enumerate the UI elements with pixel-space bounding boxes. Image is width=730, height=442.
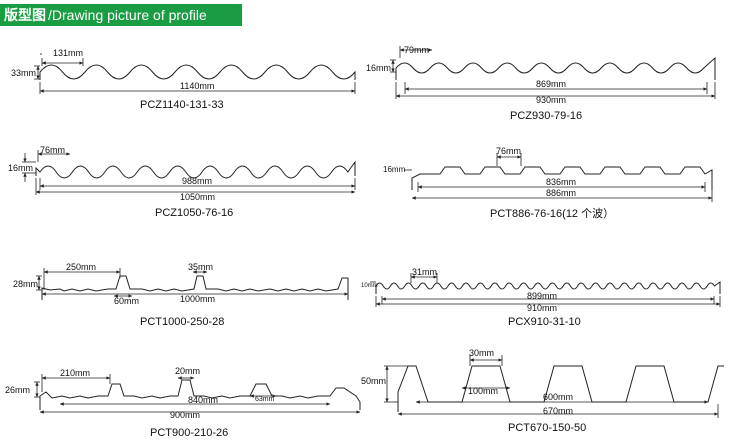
pcx910-inner-label: 899mm [527, 291, 557, 301]
pct1000-profile-line [41, 275, 349, 300]
pcz1140-pitch-label: 131mm [53, 48, 83, 58]
header-title-en: /Drawing picture of profile [48, 7, 207, 23]
pct886-height-label: 16mm [383, 165, 406, 174]
pcx910-height-label: 10mm [361, 283, 378, 289]
pct670-inner-label: 600mm [543, 392, 573, 402]
profile-pct1000: 250mm 35mm 60mm 28mm 1000mm PCT1000-250-… [13, 262, 349, 328]
pct1000-cover-label: 1000mm [180, 294, 215, 304]
pct886-pitch-label: 76mm [496, 146, 521, 156]
pct670-cover-label: 670mm [543, 406, 573, 416]
pct1000-name: PCT1000-250-28 [140, 316, 224, 328]
pcz1050-height-label: 16mm [8, 163, 33, 173]
profile-pcz930: 79mm 16mm 869mm 930mm PCZ930-79-16 [366, 45, 716, 122]
pcz1140-height-label: 33mm [11, 68, 36, 78]
pcx910-pitch-label: 31mm [412, 267, 437, 277]
profile-pcz1140: 131mm 33mm 1140mm PCZ1140-131-33 [11, 48, 356, 111]
profile-pct900: 210mm 20mm 63mm 26mm 840mm 900mm PCT900-… [5, 366, 361, 439]
pct886-profile-line [411, 166, 713, 190]
pcx910-cover-label: 910mm [527, 303, 557, 313]
pcz930-name: PCZ930-79-16 [510, 110, 582, 122]
pct900-cover-label: 900mm [170, 410, 200, 420]
pcx910-name: PCX910-31-10 [508, 316, 581, 328]
pcz1050-pitch-label: 76mm [40, 145, 65, 155]
pcz1140-wave-line [39, 64, 356, 80]
pct670-rib-base-label: 100mm [468, 386, 498, 396]
pcz1050-cover-label: 1050mm [180, 192, 215, 202]
pct886-cover-label: 886mm [546, 188, 576, 198]
profile-pct886: 76mm 16mm 836mm 886mm PCT886-76-16(12 个波… [383, 146, 713, 220]
pcz930-inner-label: 869mm [536, 79, 566, 89]
profile-pct670: 30mm 100mm 50mm 600mm 670mm PCT670-150-5… [361, 348, 724, 434]
pcz930-wave-line [395, 56, 716, 80]
pcz1050-wave-line [35, 160, 356, 179]
pcz930-pitch-label: 79mm [404, 45, 429, 55]
pct1000-rib-base-label: 60mm [114, 296, 139, 306]
pct886-inner-label: 836mm [546, 177, 576, 187]
pct900-inner-label: 840mm [188, 395, 218, 405]
header-title-cn: 版型图 [4, 8, 46, 24]
pcz1140-name: PCZ1140-131-33 [140, 99, 224, 111]
pct1000-rib-top-label: 35mm [188, 262, 213, 272]
page-header: 版型图/Drawing picture of profile [0, 4, 242, 26]
pcx910-wave-line [375, 281, 721, 294]
pct900-height-label: 26mm [5, 385, 30, 395]
pcz1140-cover-label: 1140mm [180, 81, 214, 91]
pcz930-height-label: 16mm [366, 63, 391, 73]
pct1000-pitch-label: 250mm [66, 262, 96, 272]
pcz930-cover-label: 930mm [536, 95, 566, 105]
pct900-rib-top-label: 20mm [175, 366, 200, 376]
pcz1050-inner-label: 988mm [182, 176, 212, 186]
pct900-name: PCT900-210-26 [150, 427, 228, 439]
pcz1050-name: PCZ1050-76-16 [155, 207, 233, 219]
profile-pcz1050: 76mm 16mm 988mm 1050mm PCZ1050-76-16 [8, 145, 356, 219]
profile-pcx910: 31mm 10mm 899mm 910mm PCX910-31-10 [361, 267, 721, 328]
pct670-height-label: 50mm [361, 376, 386, 386]
pct900-pitch-label: 210mm [60, 368, 90, 378]
pct1000-height-label: 28mm [13, 279, 38, 289]
pct670-profile-line [397, 365, 724, 412]
pct900-rib-base-label: 63mm [255, 396, 275, 403]
pct670-name: PCT670-150-50 [508, 422, 586, 434]
pct900-profile-line [39, 379, 361, 410]
pct886-name: PCT886-76-16(12 个波） [490, 207, 614, 220]
pct670-pitch-label: 30mm [469, 348, 494, 358]
